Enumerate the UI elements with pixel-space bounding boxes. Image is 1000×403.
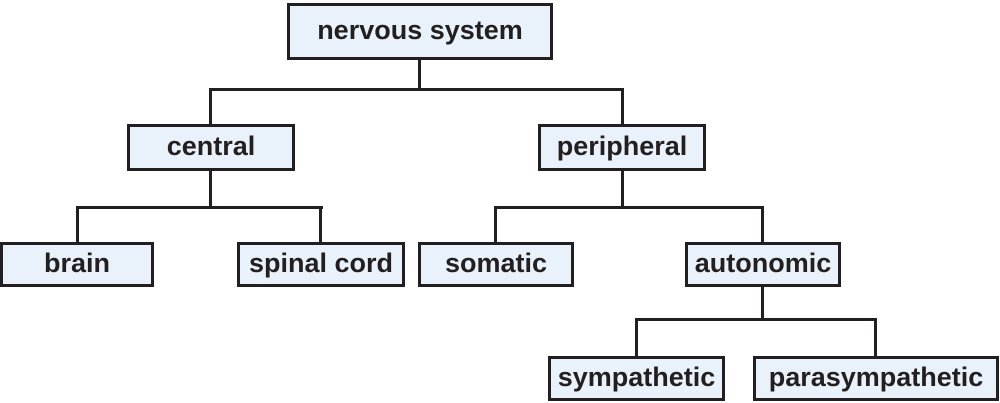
node-label: sympathetic	[557, 362, 716, 392]
connector-segment	[621, 170, 624, 209]
node-autonomic: autonomic	[685, 242, 841, 287]
node-label: spinal cord	[248, 248, 394, 278]
node-label: parasympathetic	[768, 362, 984, 392]
connector-segment	[209, 88, 624, 91]
node-sympathetic: sympathetic	[548, 356, 725, 401]
connector-segment	[494, 206, 497, 244]
node-label: brain	[43, 248, 110, 278]
node-central: central	[127, 124, 295, 171]
connector-segment	[209, 88, 212, 126]
connector-segment	[76, 206, 79, 244]
connector-segment	[635, 318, 877, 321]
node-label: peripheral	[556, 131, 688, 161]
node-label: autonomic	[694, 248, 832, 278]
connector-segment	[621, 88, 624, 126]
node-label: nervous system	[317, 15, 523, 45]
connector-segment	[76, 206, 323, 209]
connector-segment	[635, 318, 638, 358]
node-brain: brain	[0, 242, 154, 287]
node-somatic: somatic	[418, 242, 574, 287]
connector-segment	[874, 318, 877, 358]
connector-segment	[319, 206, 322, 244]
connector-segment	[761, 206, 764, 244]
connector-segment	[418, 58, 421, 91]
connector-segment	[761, 285, 764, 321]
node-label: central	[166, 131, 256, 161]
node-spinal-cord: spinal cord	[237, 242, 405, 287]
node-parasympathetic: parasympathetic	[753, 356, 999, 401]
node-label: somatic	[444, 248, 548, 278]
connector-segment	[209, 170, 212, 209]
node-peripheral: peripheral	[538, 124, 706, 171]
connector-segment	[494, 206, 764, 209]
node-nervous-system: nervous system	[287, 3, 553, 60]
